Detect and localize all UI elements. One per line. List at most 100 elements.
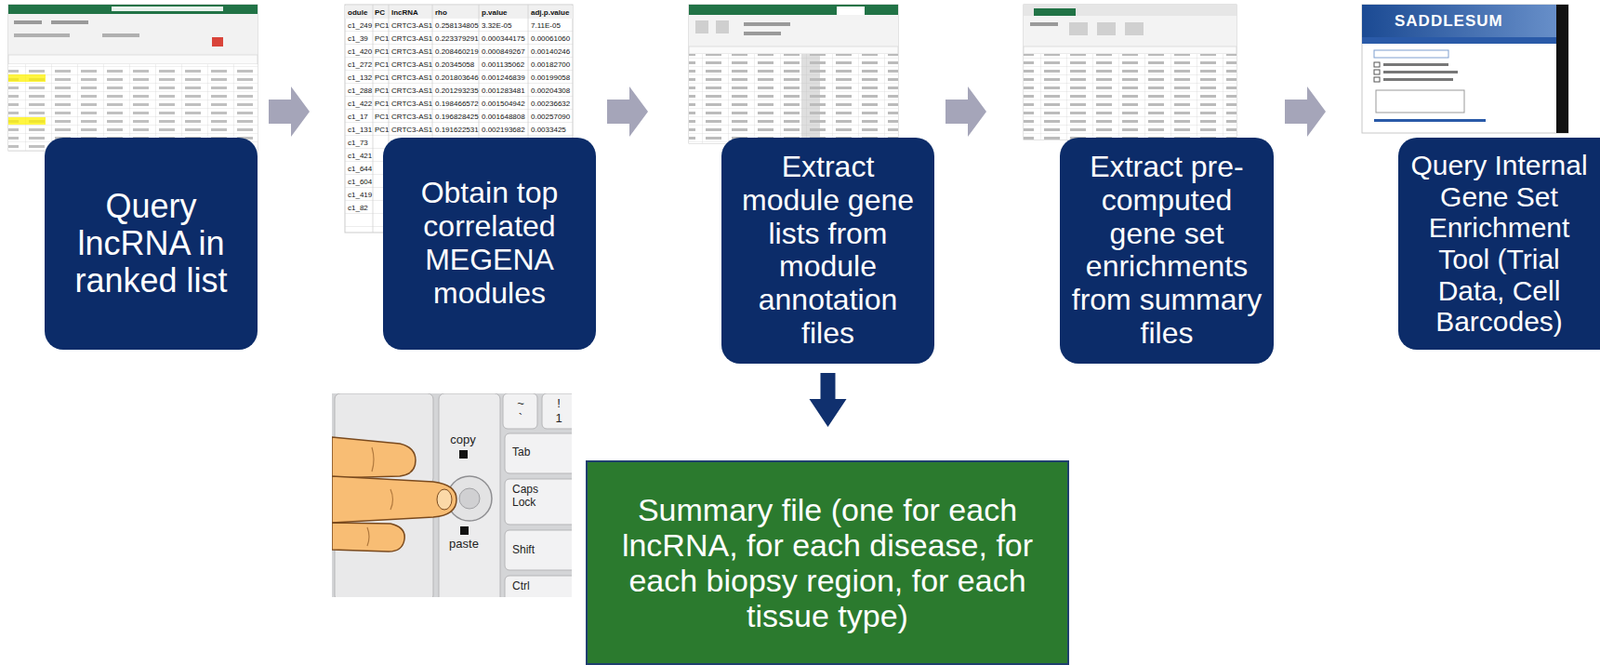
box-text: Extract module gene lists from module an…: [730, 150, 926, 351]
spreadsheet-screenshot-part: [8, 4, 258, 151]
table-cell: 0.196828425: [435, 112, 479, 121]
web-tool-screenshot-part: [1383, 78, 1454, 81]
table-cell: 0.001504942: [481, 99, 526, 108]
table-cell: PC1: [374, 112, 390, 121]
key-label: Ctrl: [512, 580, 530, 594]
key-label: paste: [449, 537, 479, 552]
keyboard-illustration-part: [504, 529, 572, 570]
web-tool-screenshot-part: [1374, 119, 1486, 122]
key-label: Tab: [512, 446, 530, 460]
table-cell: 0.223379291: [435, 34, 479, 43]
web-tool-screenshot: [1361, 4, 1569, 133]
keyboard-illustration-part: [502, 393, 538, 429]
keyboard-illustration-part: [367, 447, 394, 546]
table-cell: 0.201803646: [435, 73, 479, 82]
annotation-screenshot-part: [743, 22, 791, 27]
table-cell: PC1: [374, 21, 390, 30]
flow-arrow: [268, 86, 310, 137]
table-cell: 0.00182700: [530, 60, 570, 69]
table-cell: c1_422: [347, 99, 372, 108]
key-label: ~: [516, 396, 525, 411]
table-cell: c1_17: [347, 112, 369, 121]
box-text: Extract pre-computed gene set enrichment…: [1069, 150, 1265, 351]
keyboard-illustration-part: [459, 488, 480, 509]
table-cell: 0.00257090: [530, 112, 570, 121]
summary-screenshot-part: [1033, 8, 1076, 17]
table-cell: c1_420: [347, 47, 372, 56]
table-cell: CRTC3-AS1: [391, 125, 433, 134]
box-text: Query lncRNA in ranked list: [53, 187, 249, 301]
table-header: rho: [435, 8, 448, 17]
spreadsheet-screenshot-part: [51, 20, 89, 25]
table-cell: c1_82: [347, 203, 369, 212]
table-cell: 0.000344175: [481, 34, 526, 43]
summary-screenshot-part: [1023, 53, 1237, 140]
spreadsheet-screenshot-part: [111, 6, 224, 12]
table-cell: PC1: [374, 99, 390, 108]
table-cell: CRTC3-AS1: [391, 21, 433, 30]
keyboard-illustration-part: [436, 489, 452, 510]
annotation-screenshot-part: [695, 20, 709, 34]
table-cell: PC1: [374, 125, 390, 134]
summary-screenshot-part: [1097, 22, 1116, 36]
annotation-screenshot-part: [688, 14, 899, 47]
table-cell: c1_132: [347, 73, 372, 82]
web-tool-screenshot-part: [1374, 50, 1449, 58]
table-cell: CRTC3-AS1: [391, 73, 433, 82]
table-cell: 0.00061060: [530, 34, 570, 43]
annotation-screenshot-part: [688, 4, 899, 144]
keyboard-illustration-part: [459, 449, 468, 459]
table-cell: 0.0033425: [530, 125, 567, 134]
annotation-screenshot-part: [715, 20, 729, 34]
table-cell: c1_272: [347, 60, 372, 69]
flow-arrow: [945, 86, 987, 137]
web-tool-screenshot-part: [1374, 62, 1380, 67]
spreadsheet-screenshot-part: [102, 33, 140, 38]
table-cell: 0.20345058: [435, 60, 475, 69]
table-cell: c1_421: [347, 151, 372, 160]
table-cell: CRTC3-AS1: [391, 86, 433, 95]
keyboard-illustration-part: [460, 526, 469, 535]
process-box: Extract pre-computed gene set enrichment…: [1059, 137, 1274, 364]
web-tool-screenshot-part: [1556, 4, 1569, 133]
key-label: Shift: [512, 543, 535, 557]
summary-screenshot-part: [1023, 53, 1237, 140]
table-header: PC: [374, 8, 385, 17]
app-logo-text: SADDLESUM: [1394, 12, 1504, 31]
table-cell: c1_604: [347, 177, 372, 186]
table-cell: 0.002193682: [481, 125, 526, 134]
table-cell: 0.258134805: [435, 21, 479, 30]
annotation-screenshot-part: [688, 46, 899, 54]
table-cell: 0.191622531: [435, 125, 479, 134]
keyboard-illustration-part: [504, 478, 572, 525]
keyboard-illustration-part: [542, 393, 572, 429]
table-cell: 0.208460219: [435, 47, 479, 56]
spreadsheet-screenshot: [8, 4, 258, 151]
table-cell: CRTC3-AS1: [391, 112, 433, 121]
table-cell: CRTC3-AS1: [391, 99, 433, 108]
table-cell: PC1: [374, 60, 390, 69]
summary-screenshot: [1023, 4, 1237, 140]
table-cell: PC1: [374, 47, 390, 56]
summary-screenshot-part: [1124, 22, 1144, 36]
spreadsheet-screenshot-part: [13, 33, 70, 38]
summary-screenshot-part: [1023, 46, 1237, 54]
key-label: 1: [555, 411, 562, 426]
table-cell: PC1: [374, 34, 390, 43]
spreadsheet-screenshot-part: [8, 74, 46, 82]
spreadsheet-screenshot-part: [8, 13, 258, 55]
table-cell: CRTC3-AS1: [391, 47, 433, 56]
keyboard-illustration-part: [331, 476, 457, 523]
table-cell: 0.001246839: [481, 73, 526, 82]
key-label: !: [556, 396, 561, 411]
table-header: adj.p.value: [530, 8, 569, 17]
table-cell: CRTC3-AS1: [391, 60, 433, 69]
table-header: p.value: [481, 8, 508, 17]
table-header: lncRNA: [391, 8, 419, 17]
key-label: `: [518, 411, 523, 426]
annotation-screenshot: [688, 4, 899, 144]
table-cell: c1_73: [347, 138, 369, 147]
flow-arrow: [809, 372, 847, 427]
web-tool-screenshot-part: [1361, 37, 1557, 44]
